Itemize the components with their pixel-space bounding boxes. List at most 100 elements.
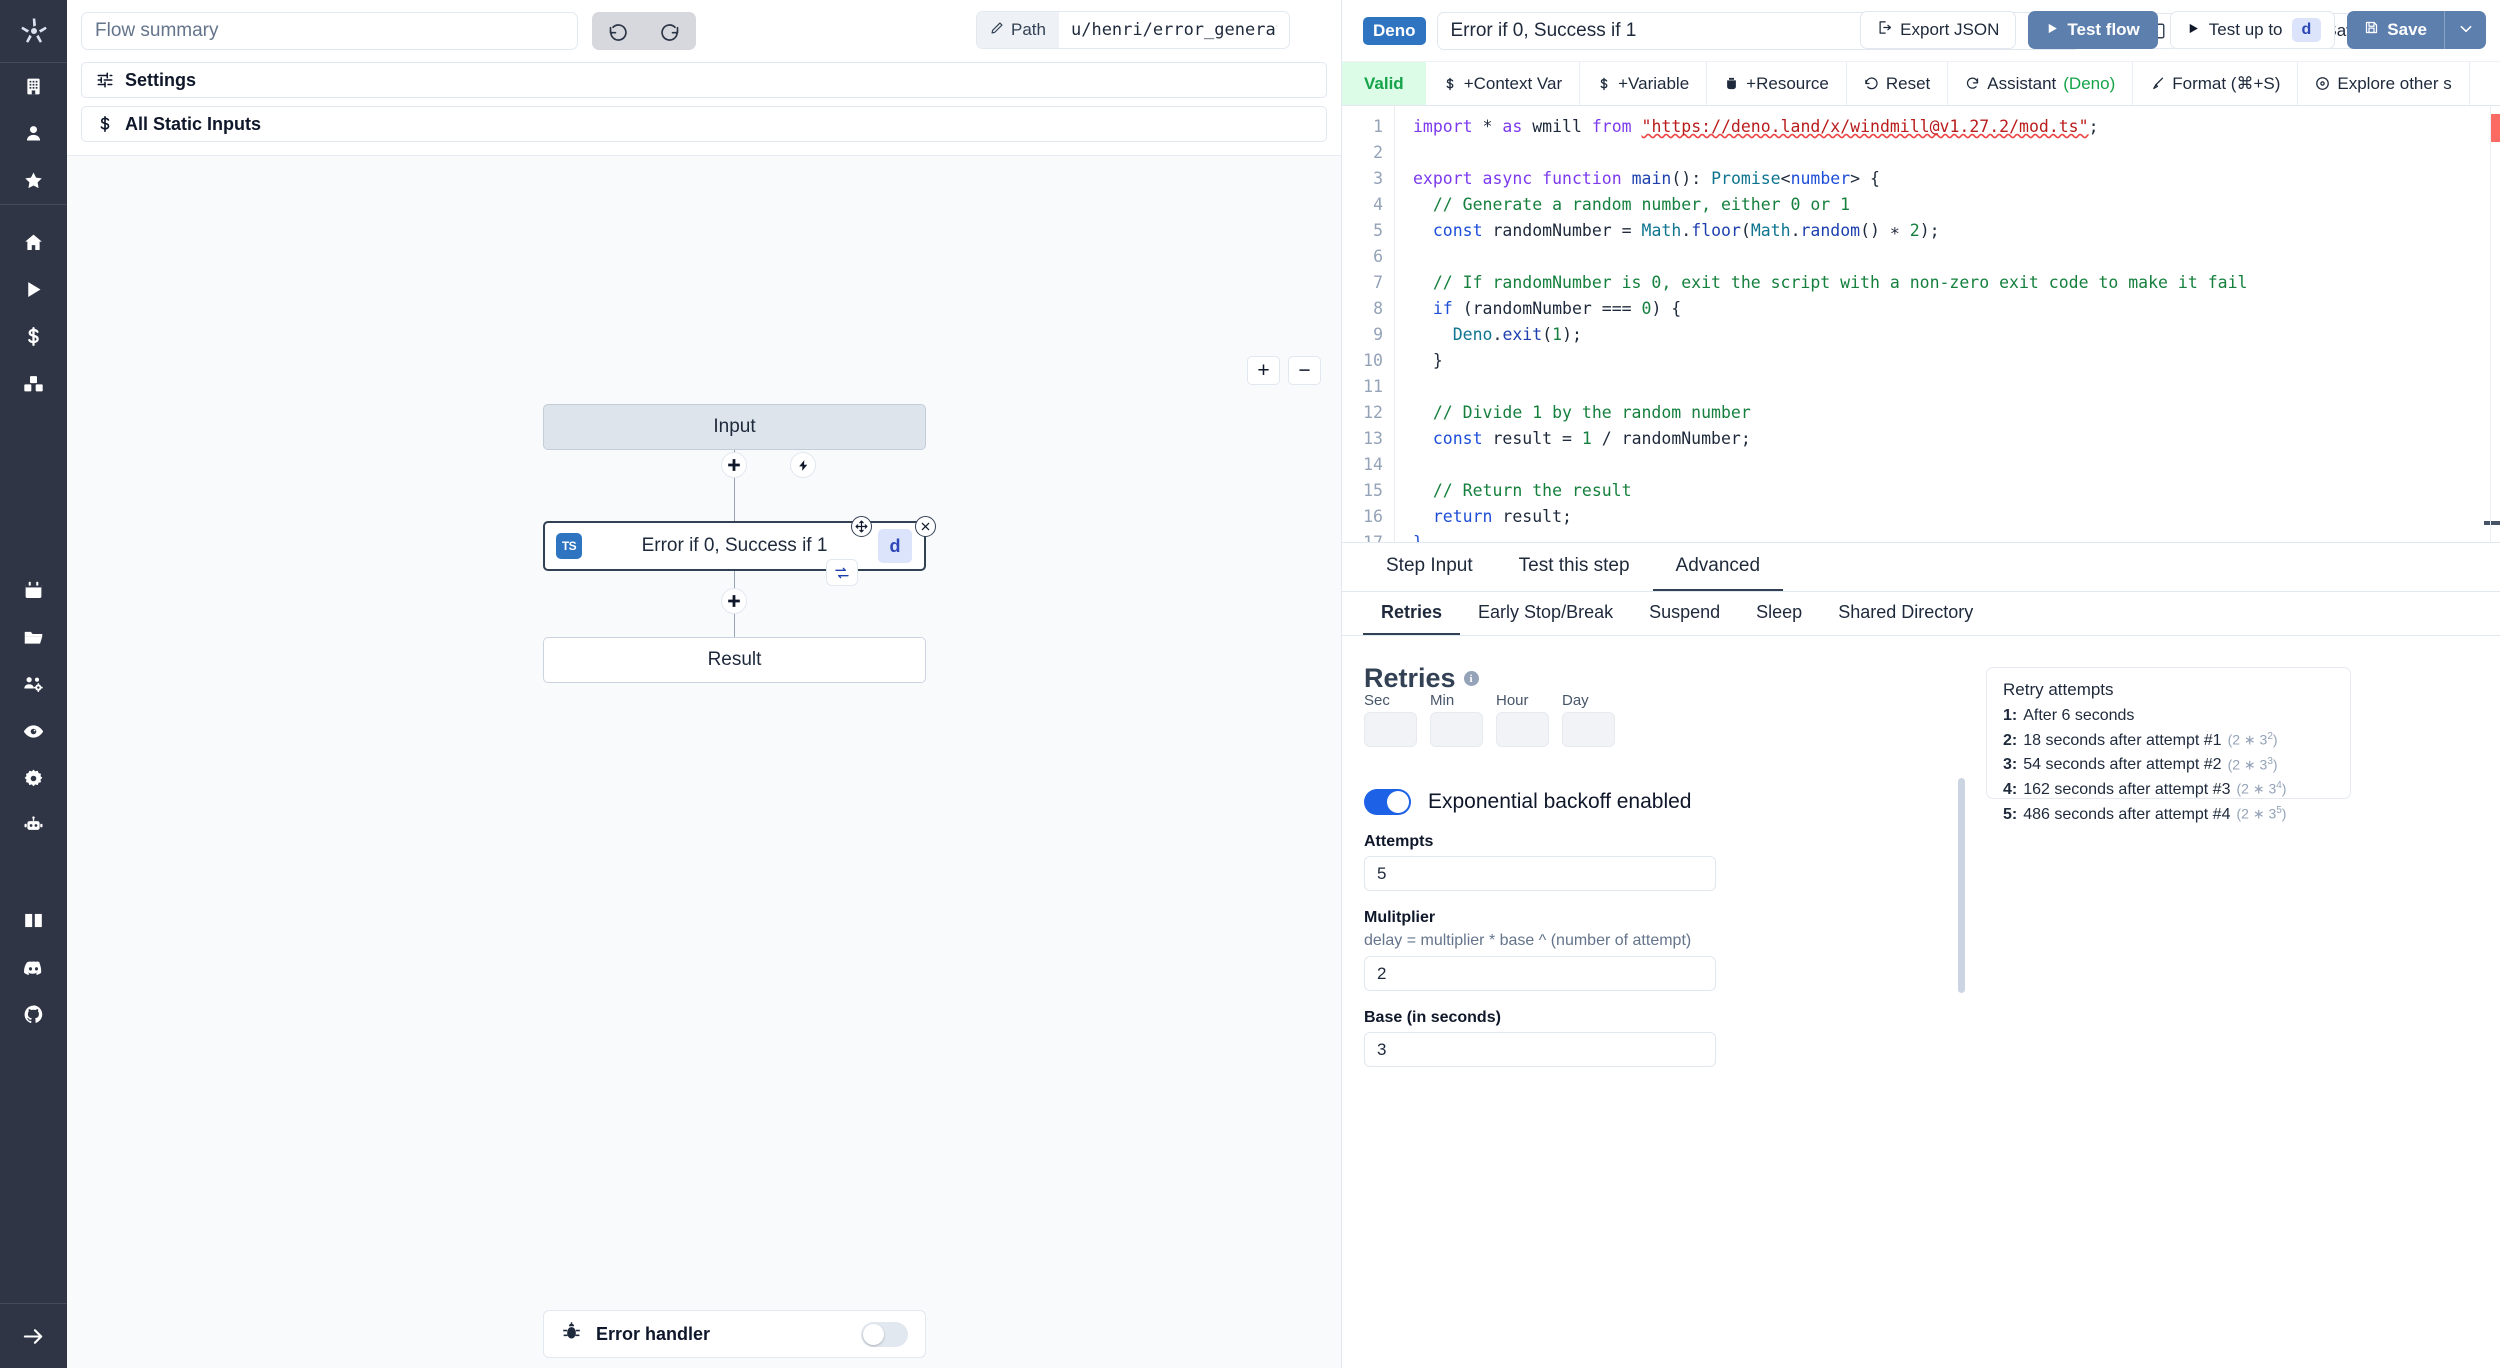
book-icon[interactable] (0, 897, 67, 944)
retry-attempt-formula-3: (2 ∗ 33) (2227, 755, 2278, 773)
step-detail-pane: Deno Save to workspace Valid (1342, 0, 2500, 1368)
step-tabs: Step Input Test this step Advanced (1342, 543, 2500, 592)
eye-icon[interactable] (0, 708, 67, 755)
plus-icon-2[interactable] (721, 588, 747, 614)
settings-panel-label: Settings (125, 69, 197, 90)
exponential-backoff-toggle[interactable] (1364, 789, 1411, 815)
move-icon[interactable] (851, 516, 872, 537)
retry-attempt-text-4: 162 seconds after attempt #3 (2023, 780, 2231, 798)
retry-unit-min-input[interactable] (1430, 712, 1483, 747)
add-resource-button[interactable]: +Resource (1707, 62, 1847, 105)
retry-attempt-row-3: 3: 54 seconds after attempt #2 (2 ∗ 33) (2003, 753, 2334, 775)
retry-attempt-text-2: 18 seconds after attempt #1 (2023, 731, 2222, 749)
folder-icon[interactable] (0, 614, 67, 661)
robot-icon[interactable] (0, 802, 67, 849)
base-input[interactable] (1364, 1032, 1716, 1067)
flow-editor-pane: Settings All Static Inputs + − Input (67, 0, 1342, 1368)
tab-step-input[interactable]: Step Input (1386, 555, 1473, 576)
gear-icon[interactable] (0, 755, 67, 802)
retry-unit-sec: Sec (1364, 692, 1417, 747)
user-icon[interactable] (0, 110, 67, 157)
all-static-inputs-label: All Static Inputs (125, 113, 262, 134)
graph-node-input-label: Input (713, 416, 756, 437)
base-field: Base (in seconds) (1364, 1009, 1716, 1067)
subtab-retries[interactable]: Retries (1363, 602, 1461, 635)
subtab-shared-directory[interactable]: Shared Directory (1838, 602, 1974, 622)
boxes-icon[interactable] (0, 360, 67, 407)
retries-scrollbar[interactable] (1958, 778, 1965, 993)
flow-summary-input[interactable] (81, 12, 578, 50)
redo-icon[interactable] (644, 12, 696, 50)
error-handler-toggle[interactable] (861, 1321, 908, 1347)
attempts-label: Attempts (1364, 833, 1434, 850)
error-handler-row[interactable]: Error handler (543, 1310, 926, 1358)
test-flow-button[interactable]: Test flow (2028, 11, 2158, 49)
save-button[interactable]: Save (2347, 11, 2444, 49)
tab-advanced[interactable]: Advanced (1652, 555, 1784, 591)
star-icon[interactable] (0, 157, 67, 204)
retry-unit-day-input[interactable] (1562, 712, 1615, 747)
info-icon[interactable]: i (1463, 671, 1479, 686)
editor-error-marker (2491, 114, 2500, 142)
format-button[interactable]: Format (⌘+S) (2133, 62, 2299, 105)
path-label: Path (1011, 20, 1046, 39)
retry-attempt-text-3: 54 seconds after attempt #2 (2023, 756, 2222, 774)
calendar-icon[interactable] (0, 567, 67, 614)
rail-group-expand (0, 1304, 67, 1368)
windmill-logo-icon[interactable] (0, 0, 67, 62)
dollar-icon[interactable] (0, 313, 67, 360)
retry-attempts-title: Retry attempts (2003, 680, 2114, 699)
zoom-out-button[interactable]: − (1288, 356, 1321, 385)
save-dropdown-button[interactable] (2444, 11, 2486, 49)
attempts-input[interactable] (1364, 856, 1716, 891)
all-static-inputs-panel-row[interactable]: All Static Inputs (81, 106, 1327, 142)
add-variable-button[interactable]: +Variable (1580, 62, 1708, 105)
graph-node-input[interactable]: Input (543, 404, 926, 450)
bolt-icon[interactable] (790, 452, 816, 478)
exponential-backoff-row: Exponential backoff enabled (1364, 789, 1964, 815)
discord-icon[interactable] (0, 944, 67, 991)
subtab-early-stop-break[interactable]: Early Stop/Break (1478, 602, 1614, 622)
editor-code-content[interactable]: import * as wmill from "https://deno.lan… (1413, 117, 2248, 543)
multiplier-hint: delay = multiplier * base ^ (number of a… (1364, 932, 1692, 949)
reset-button[interactable]: Reset (1847, 62, 1949, 105)
explore-other-scripts-button[interactable]: Explore other s (2298, 62, 2470, 105)
multiplier-input[interactable] (1364, 956, 1716, 991)
assistant-button[interactable]: Assistant (Deno) (1948, 62, 2134, 105)
undo-icon[interactable] (592, 12, 644, 50)
zoom-in-button[interactable]: + (1247, 356, 1280, 385)
editor-scrollbar-vertical[interactable] (2490, 106, 2491, 542)
path-input[interactable] (1058, 12, 1289, 48)
multiplier-label: Mulitplier (1364, 909, 1436, 926)
export-json-button[interactable]: Export JSON (1860, 11, 2017, 49)
export-json-label: Export JSON (1900, 20, 2000, 39)
tab-test-this-step[interactable]: Test this step (1518, 555, 1630, 576)
users-cog-icon[interactable] (0, 661, 67, 708)
retry-unit-hour-input[interactable] (1496, 712, 1549, 747)
retry-unit-min: Min (1430, 692, 1483, 747)
home-icon[interactable] (0, 219, 67, 266)
retry-unit-sec-input[interactable] (1364, 712, 1417, 747)
retry-icon[interactable] (826, 559, 858, 586)
subtab-suspend[interactable]: Suspend (1649, 602, 1721, 622)
add-context-var-button[interactable]: +Context Var (1426, 62, 1581, 105)
multiplier-field: Mulitplier delay = multiplier * base ^ (… (1364, 909, 1716, 991)
settings-panel-row[interactable]: Settings (81, 62, 1327, 98)
retry-unit-day: Day (1562, 692, 1615, 747)
retry-delay-time-units: Sec Min Hour Day (1364, 692, 1964, 747)
github-icon[interactable] (0, 991, 67, 1038)
play-icon[interactable] (0, 266, 67, 313)
building-icon[interactable] (0, 63, 67, 110)
graph-node-result[interactable]: Result (543, 637, 926, 683)
subtab-sleep[interactable]: Sleep (1756, 602, 1803, 622)
plus-icon[interactable] (721, 452, 747, 478)
path-field[interactable]: Path (976, 11, 1290, 49)
retry-attempt-text-5: 486 seconds after attempt #4 (2023, 805, 2231, 823)
test-up-to-button[interactable]: Test up to d (2169, 11, 2336, 49)
close-icon[interactable] (915, 516, 936, 537)
flow-graph-canvas[interactable]: + − Input TS Error if 0, Success if 1 d (67, 155, 1341, 1368)
export-icon (1877, 20, 1892, 40)
arrow-right-icon[interactable] (0, 1304, 67, 1368)
